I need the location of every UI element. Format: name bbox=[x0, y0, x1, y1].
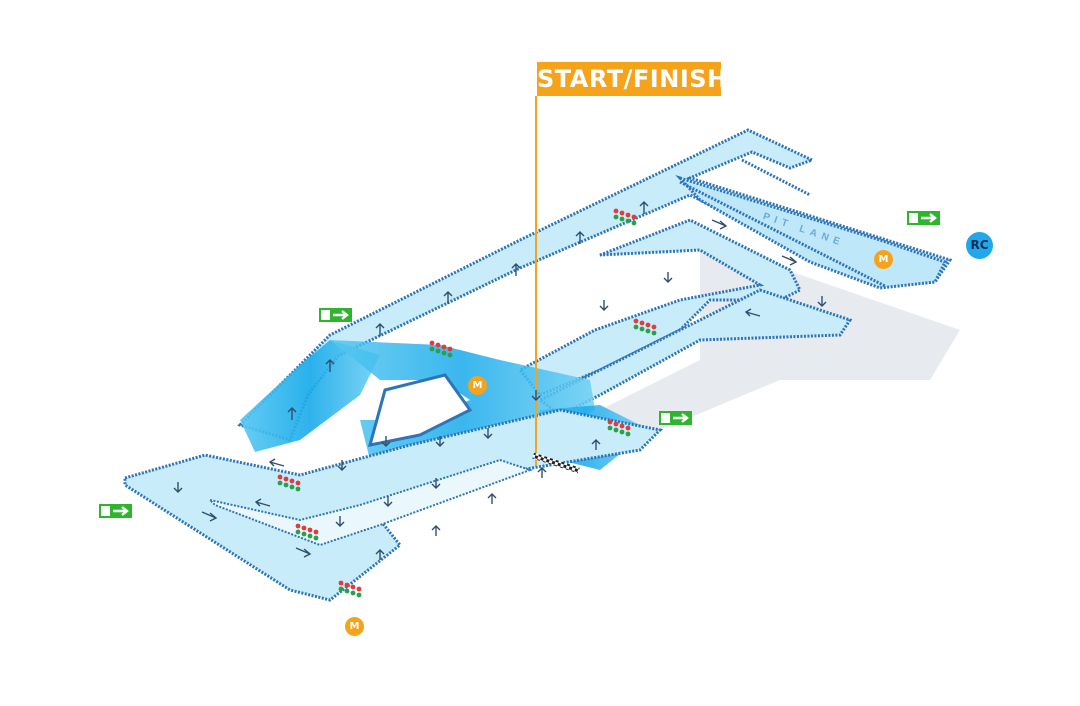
starting-lights-4 bbox=[607, 419, 631, 437]
starting-lights-icon bbox=[607, 419, 631, 437]
starting-lights-3 bbox=[429, 340, 453, 358]
starting-lights-icon bbox=[277, 474, 301, 492]
direction-arrow-icon bbox=[531, 390, 541, 401]
marshal-post-icon[interactable]: M bbox=[874, 250, 893, 269]
direction-arrow-icon bbox=[375, 549, 385, 560]
direction-arrows bbox=[173, 201, 827, 560]
tunnel-left bbox=[240, 340, 380, 452]
direction-arrow-icon bbox=[575, 231, 585, 244]
direction-arrow-icon bbox=[744, 308, 761, 317]
marshal-post-icon[interactable]: M bbox=[468, 376, 487, 395]
race-control-icon[interactable]: RC bbox=[966, 232, 993, 259]
pit-entry bbox=[741, 158, 811, 197]
direction-arrow-icon bbox=[599, 300, 609, 311]
starting-lights-6 bbox=[295, 523, 319, 541]
inner-cutout-1 bbox=[367, 373, 473, 447]
starting-lights-2 bbox=[633, 318, 657, 336]
starting-lights-1 bbox=[613, 208, 637, 226]
emergency-exit-icon bbox=[99, 504, 132, 518]
right-section bbox=[517, 218, 803, 397]
direction-arrow-icon bbox=[435, 436, 445, 447]
direction-arrow-icon bbox=[383, 496, 393, 507]
direction-arrow-icon bbox=[337, 460, 347, 471]
starting-lights-icon bbox=[633, 318, 657, 336]
direction-arrow-icon bbox=[325, 359, 335, 372]
starting-lights-7 bbox=[338, 580, 362, 598]
direction-arrow-icon bbox=[781, 255, 798, 266]
direction-arrow-icon bbox=[711, 219, 728, 230]
direction-arrow-icon bbox=[295, 547, 312, 558]
starting-lights-icon bbox=[338, 580, 362, 598]
direction-arrow-icon bbox=[268, 458, 285, 467]
checkered-line bbox=[532, 452, 580, 474]
emergency-exit-icon bbox=[659, 411, 692, 425]
direction-arrow-icon bbox=[591, 439, 601, 450]
direction-arrow-icon bbox=[639, 201, 649, 214]
direction-arrow-icon bbox=[817, 296, 827, 307]
starting-lights-icon bbox=[429, 340, 453, 358]
direction-arrow-icon bbox=[511, 263, 521, 276]
starting-lights-icon bbox=[295, 523, 319, 541]
direction-arrow-icon bbox=[375, 323, 385, 336]
track-shadow bbox=[540, 240, 960, 470]
direction-arrow-icon bbox=[431, 525, 441, 536]
marshal-post-icon[interactable]: M bbox=[345, 617, 364, 636]
direction-arrow-icon bbox=[287, 407, 297, 420]
emergency-exit-icon bbox=[319, 308, 352, 322]
direction-arrow-icon bbox=[254, 498, 271, 507]
inner-return bbox=[206, 458, 534, 547]
starting-lights-5 bbox=[277, 474, 301, 492]
direction-arrow-icon bbox=[537, 467, 547, 478]
start-finish-label: START/FINISH bbox=[537, 62, 727, 96]
direction-arrow-icon bbox=[663, 272, 673, 283]
direction-arrow-icon bbox=[483, 428, 493, 439]
direction-arrow-icon bbox=[173, 482, 183, 493]
direction-arrow-icon bbox=[443, 291, 453, 304]
direction-arrow-icon bbox=[201, 511, 218, 522]
direction-arrow-icon bbox=[381, 436, 391, 447]
starting-lights-icon bbox=[613, 208, 637, 226]
direction-arrow-icon bbox=[335, 516, 345, 527]
direction-arrow-icon bbox=[487, 493, 497, 504]
emergency-exit-icon bbox=[907, 211, 940, 225]
direction-arrow-icon bbox=[431, 478, 441, 489]
